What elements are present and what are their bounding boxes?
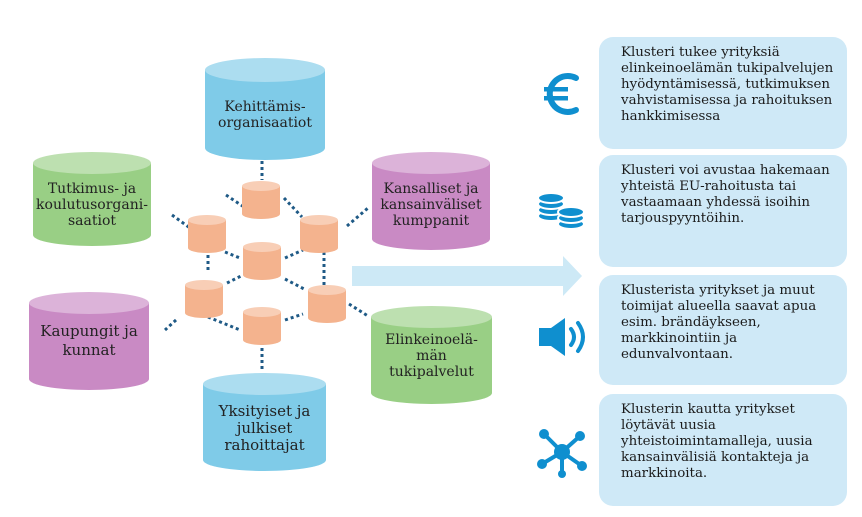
arrow-layer: [352, 256, 582, 296]
links-layer: [163, 155, 369, 372]
link-2: [171, 213, 191, 230]
benefit-box-3: Klusterista yritykset ja muut toimijat a…: [599, 275, 847, 385]
hub-node-7: [243, 307, 281, 345]
benefit-box-2: Klusteri voi avustaa hakemaan yhteistä E…: [599, 155, 847, 267]
actor-elinkeino-cylinder: [371, 306, 492, 404]
benefit-text-4: Klusterin kautta yritykset löytävät uusi…: [621, 402, 813, 481]
actor-tutkimus-label: Tutkimus- ja koulutusorgani- saatiot: [36, 181, 148, 229]
benefit-text-3: Klusterista yritykset ja muut toimijat a…: [621, 283, 817, 362]
link-11: [224, 250, 241, 260]
hub-node-5: [185, 280, 223, 318]
actor-tutkimus-cylinder: [33, 152, 151, 246]
link-15: [207, 315, 241, 332]
link-5: [348, 302, 369, 318]
link-13: [226, 274, 242, 285]
link-3: [346, 206, 369, 228]
euro-icon: [544, 73, 579, 115]
hub-node-2: [188, 215, 226, 253]
actor-kansalliset-label: Kansalliset ja kansainväliset kumppanit: [380, 181, 482, 229]
benefit-text-1: Klusteri tukee yrityksiä elinkeinoelämän…: [621, 45, 834, 124]
link-16: [284, 312, 304, 322]
hub-node-4: [243, 242, 281, 280]
network-icon: [537, 429, 587, 478]
actor-kaupungit-label: Kaupungit ja kunnat: [40, 322, 138, 359]
actor-kaupungit-cylinder: [29, 292, 149, 390]
speaker-icon: [539, 318, 585, 356]
link-4: [163, 318, 178, 332]
actor-yksityiset-label: Yksityiset ja julkiset rahoittajat: [218, 401, 311, 454]
hub-node-3: [300, 215, 338, 253]
hub-node-6: [308, 285, 346, 323]
actor-layer: [29, 58, 492, 471]
actor-elinkeino-label: Elinkeinoelä- män tukipalvelut: [385, 332, 478, 380]
hub-node-1: [242, 181, 280, 219]
benefit-box-4: Klusterin kautta yritykset löytävät uusi…: [599, 394, 847, 506]
hub-layer: [185, 181, 346, 345]
coins-icon: [537, 192, 585, 230]
link-14: [284, 277, 307, 292]
actor-kansalliset-cylinder: [372, 152, 490, 250]
link-7: [225, 193, 245, 209]
benefit-box-1: Klusteri tukee yrityksiä elinkeinoelämän…: [599, 37, 847, 149]
actor-yksityiset-cylinder: [203, 373, 326, 471]
benefit-text-2: Klusteri voi avustaa hakemaan yhteistä E…: [621, 163, 830, 226]
actor-kehittamis-cylinder: [205, 58, 325, 160]
link-8: [282, 196, 304, 219]
actor-kehittamis-label: Kehittämis- organisaatiot: [218, 99, 312, 131]
flow-arrow: [352, 256, 582, 296]
link-12: [284, 248, 304, 260]
